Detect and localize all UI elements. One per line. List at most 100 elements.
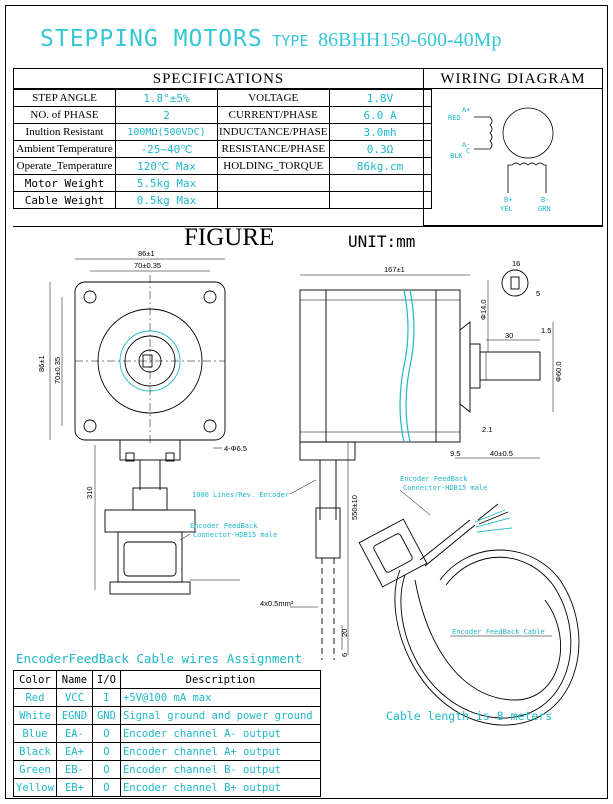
mount-hole	[83, 290, 97, 304]
cable-loop	[394, 549, 580, 726]
dim-16: 16	[512, 259, 520, 268]
mount-hole	[203, 290, 217, 304]
dim-4x: 4x0.5mm²	[260, 599, 294, 608]
spec-value: 1.8°±5%	[115, 89, 218, 107]
leader	[179, 533, 191, 541]
table-row: Black EA+ O Encoder channel A+ output	[13, 742, 321, 761]
cable-assignment-table: Color Name I/O Description Red VCC I +5V…	[13, 670, 321, 797]
specifications-header: SPECIFICATIONS	[13, 68, 423, 89]
dim-86-height: 86±1	[37, 355, 46, 372]
break-line	[405, 289, 415, 443]
db15-body	[117, 531, 183, 583]
output-shaft	[479, 351, 541, 381]
dim-70-width: 70±0.35	[134, 261, 161, 270]
table-cell: Blue	[13, 724, 57, 743]
table-cell: O	[91, 778, 121, 797]
spec-label: Ambient Temperature	[13, 140, 116, 158]
conn-left-label-1: Encoder FeedBack	[190, 522, 258, 530]
table-cell: Green	[13, 760, 57, 779]
table-cell: EB-	[55, 760, 93, 779]
cable-coil	[358, 489, 580, 726]
dim-6: 6	[340, 653, 349, 657]
table-cell: EA+	[55, 742, 93, 761]
cable-table-title: EncoderFeedBack Cable wires Assignment	[16, 651, 302, 666]
table-cell: O	[91, 760, 121, 779]
dim-2-1: 2.1	[482, 425, 492, 434]
wire-yel: YEL	[500, 205, 513, 213]
db15-right-face	[373, 533, 413, 573]
dim-550: 550±10	[350, 495, 359, 520]
wire-a-plus: A+	[462, 106, 470, 114]
motor-symbol	[502, 107, 554, 159]
spec-row: Cable Weight 0.5kg Max	[13, 191, 432, 209]
drawing-title: STEPPING MOTORS TYPE 86BHH150-600-40Mp	[40, 26, 501, 52]
wire-ends	[477, 503, 509, 525]
cable-length: Cable length is 8 meters	[386, 709, 552, 723]
column-header: Color	[13, 670, 57, 689]
coil-b	[507, 162, 547, 193]
spec-value	[328, 191, 432, 209]
spec-value: 120℃ Max	[115, 157, 218, 175]
dim-14: Φ14.0	[479, 299, 488, 320]
cable-lead	[419, 519, 476, 567]
encoder-box	[119, 439, 181, 461]
table-cell: Red	[13, 688, 57, 707]
table-row: Red VCC I +5V@100 mA max	[13, 688, 321, 707]
spec-row: Ambient Temperature -25~40℃ RESISTANCE/P…	[13, 140, 432, 158]
figure-separator	[13, 226, 603, 227]
cable-sleeve	[132, 487, 168, 511]
table-cell: Encoder channel A- output	[119, 724, 321, 743]
table-row: Green EB- O Encoder channel B- output	[13, 760, 321, 779]
table-cell: Signal ground and power ground	[119, 706, 321, 725]
db15-flange	[109, 581, 191, 595]
title-type: TYPE	[272, 32, 309, 50]
wire-b-minus: B-	[541, 196, 549, 204]
spec-label: VOLTAGE	[217, 89, 330, 107]
db15-face	[123, 541, 177, 577]
spec-value: 5.5kg Max	[115, 174, 218, 192]
encoder-tab	[125, 452, 135, 462]
conn-right-label-2: Connector-HDB15 male	[403, 484, 487, 492]
spec-label: Cable Weight	[13, 191, 116, 209]
break-line	[399, 289, 409, 443]
spec-row: STEP ANGLE 1.8°±5% VOLTAGE 1.8V	[13, 89, 432, 107]
front-boss	[459, 321, 471, 413]
wire-red: RED	[448, 114, 461, 122]
conn-right-label-1: Encoder FeedBack	[400, 475, 468, 483]
dim-20: 20	[340, 629, 349, 637]
leader	[289, 479, 317, 495]
wire-a-minus: A-	[462, 141, 470, 149]
cable-loop	[400, 556, 572, 719]
table-cell: Encoder channel B- output	[119, 760, 321, 779]
shaft-collar	[469, 343, 481, 389]
table-cell: EGND	[55, 706, 93, 725]
cable-label: Encoder FeedBack Cable	[452, 628, 545, 636]
spec-label: STEP ANGLE	[13, 89, 116, 107]
table-cell: O	[91, 742, 121, 761]
side-grommet	[315, 507, 341, 559]
table-row: Yellow EB+ O Encoder channel B+ output	[13, 778, 321, 797]
wire-b-plus: B+	[504, 196, 512, 204]
table-cell: GND	[91, 706, 121, 725]
spec-label: HOLDING_TORQUE	[217, 157, 330, 175]
table-row: Blue EA- O Encoder channel A- output	[13, 724, 321, 743]
mount-hole	[83, 419, 97, 433]
db15-shell-top	[104, 509, 196, 533]
dim-86-width: 86±1	[138, 249, 155, 258]
table-cell: Black	[13, 742, 57, 761]
leader	[399, 489, 431, 516]
table-cell: Encoder channel A+ output	[119, 742, 321, 761]
wire-grn: GRN	[538, 205, 551, 213]
wiring-diagram-header: WIRING DIAGRAM	[423, 68, 603, 89]
dim-5: 5	[536, 289, 540, 298]
spec-label: Motor Weight	[13, 174, 116, 192]
unit-label: UNIT:mm	[348, 232, 416, 251]
spec-row: Motor Weight 5.5kg Max	[13, 174, 432, 192]
figure-title: FIGURE	[184, 224, 275, 251]
table-cell: EA-	[55, 724, 93, 743]
table-cell: Yellow	[13, 778, 57, 797]
dim-167: 167±1	[384, 265, 405, 274]
table-cell: +5V@100 mA max	[119, 688, 321, 707]
table-cell: I	[91, 688, 121, 707]
